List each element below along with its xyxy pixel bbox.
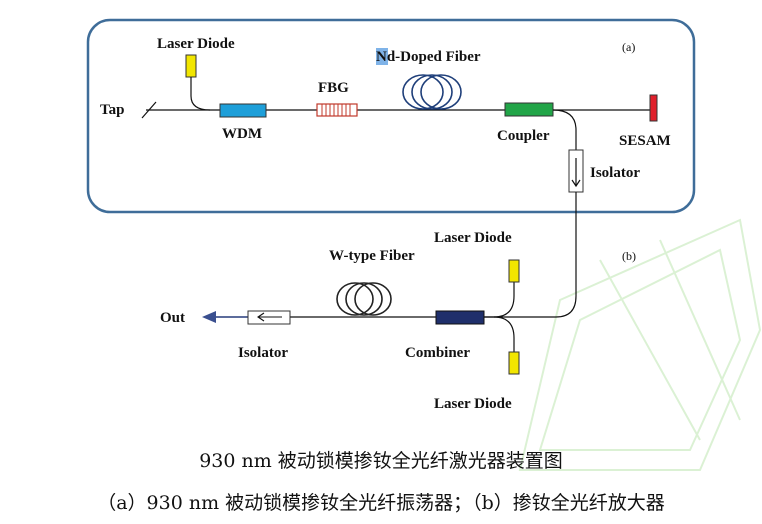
coupler — [504, 102, 554, 117]
fbg-label: FBG — [318, 80, 349, 96]
coupler-output-fiber — [552, 109, 577, 150]
laser-diode-b-bottom-label: Laser Diode — [434, 396, 512, 412]
figure-subtitle: （a）930 nm 被动锁模掺钕全光纤振荡器；（b）掺钕全光纤放大器 — [97, 492, 665, 514]
isolator-b-label: Isolator — [238, 345, 288, 361]
combiner — [435, 310, 485, 325]
laser-diode-a — [185, 54, 197, 78]
isolator-a-arrow — [571, 158, 581, 188]
out-arrow-head — [202, 311, 216, 323]
wdm-label: WDM — [222, 126, 262, 142]
panel-tag-a: (a) — [622, 40, 635, 54]
isolator-a-label: Isolator — [590, 165, 640, 181]
tap-mark — [141, 101, 157, 119]
oscillator-panel — [86, 18, 696, 214]
w-fiber-label: W-type Fiber — [329, 248, 415, 264]
tap-label: Tap — [100, 102, 124, 118]
laser-diode-a-label: Laser Diode — [157, 36, 235, 52]
link-fiber — [484, 192, 577, 318]
pump-fiber-b-top — [484, 282, 515, 318]
coupler-label: Coupler — [497, 128, 550, 144]
pump-fiber-b-bottom — [493, 316, 515, 352]
isolator-b-arrow — [257, 312, 282, 322]
figure-title: 930 nm 被动锁模掺钕全光纤激光器装置图 — [199, 450, 563, 472]
fbg — [316, 103, 358, 117]
sesam — [649, 94, 658, 122]
sesam-label: SESAM — [619, 133, 671, 149]
pump-fiber-a — [190, 77, 211, 111]
watermark — [518, 218, 762, 471]
fbg-grating — [321, 104, 351, 116]
w-fiber-coil — [336, 282, 392, 316]
nd-fiber-coil — [402, 74, 462, 110]
nd-fiber-label: Nd-Doped Fiber — [376, 49, 481, 65]
highlight-mark — [376, 48, 388, 65]
wdm — [219, 103, 267, 118]
laser-diode-b-bottom — [508, 351, 520, 375]
out-label: Out — [160, 310, 185, 326]
laser-diode-b-top-label: Laser Diode — [434, 230, 512, 246]
laser-diode-b-top — [508, 259, 520, 283]
panel-tag-b: (b) — [622, 249, 636, 263]
combiner-label: Combiner — [405, 345, 470, 361]
